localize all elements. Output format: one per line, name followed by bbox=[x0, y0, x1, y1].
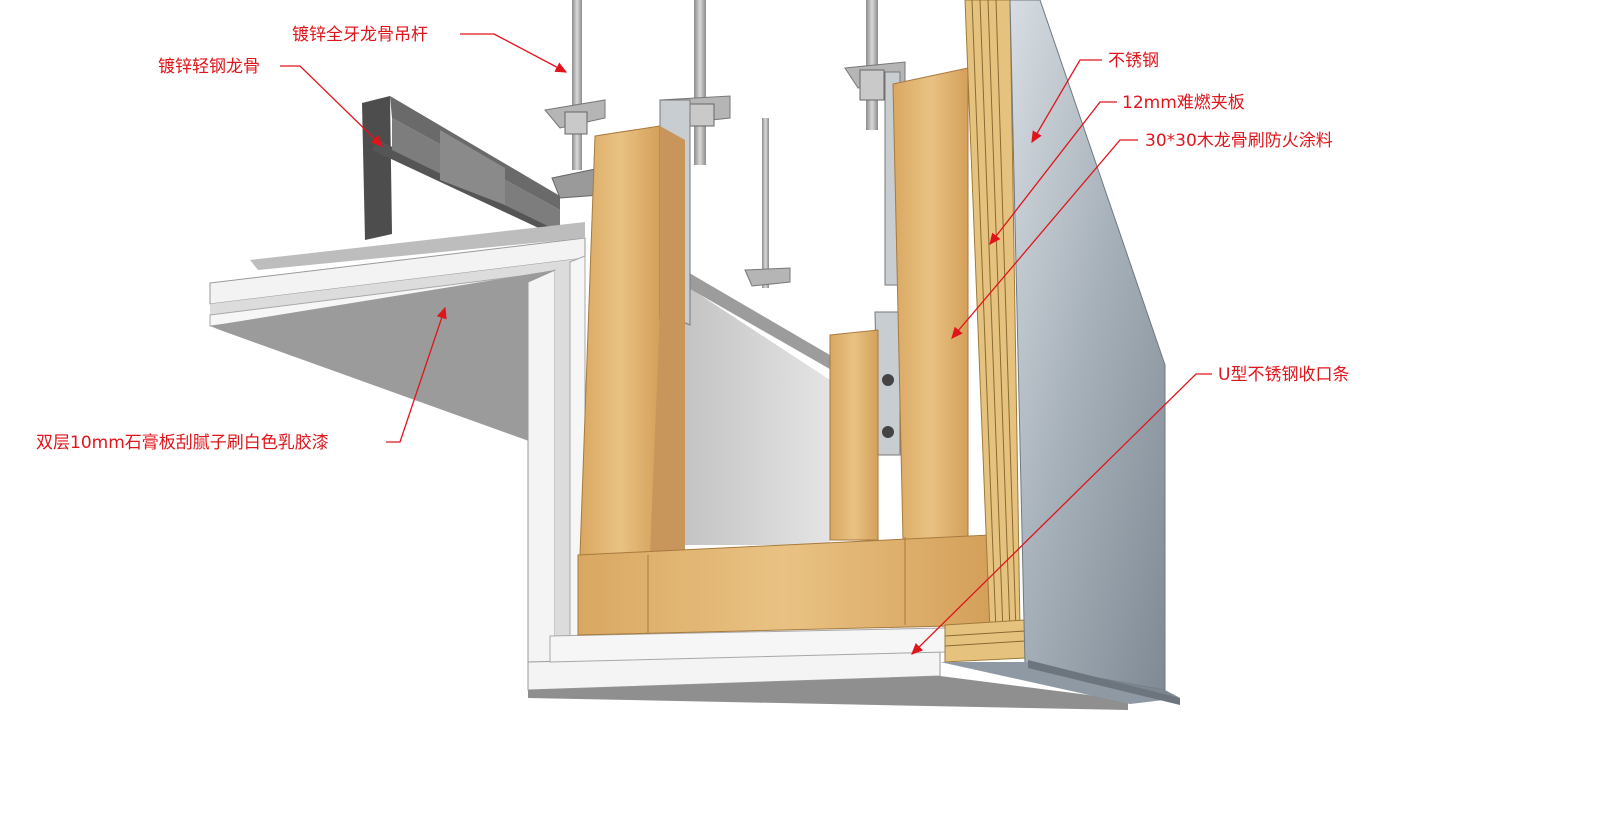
leader-lines bbox=[280, 33, 1212, 655]
back-ceiling-strip bbox=[650, 250, 835, 372]
gypsum-board-ceiling bbox=[209, 222, 1128, 710]
back-wall-panel bbox=[650, 262, 830, 545]
label-fire-plywood: 12mm难燃夹板 bbox=[1122, 93, 1245, 113]
fire-retardant-plywood bbox=[944, 0, 1026, 663]
label-wood-keel: 30*30木龙骨刷防火涂料 bbox=[1145, 131, 1333, 151]
stainless-steel-panel bbox=[940, 0, 1180, 705]
label-hanger-rod: 镀锌全牙龙骨吊杆 bbox=[292, 25, 428, 45]
light-steel-keel bbox=[362, 96, 570, 240]
label-u-trim: U型不锈钢收口条 bbox=[1218, 365, 1349, 385]
label-gypsum-board: 双层10mm石膏板刮腻子刷白色乳胶漆 bbox=[36, 432, 329, 453]
label-light-steel-keel: 镀锌轻钢龙骨 bbox=[158, 57, 260, 77]
wood-keel-frame bbox=[577, 67, 991, 636]
label-stainless-steel: 不锈钢 bbox=[1108, 51, 1159, 71]
